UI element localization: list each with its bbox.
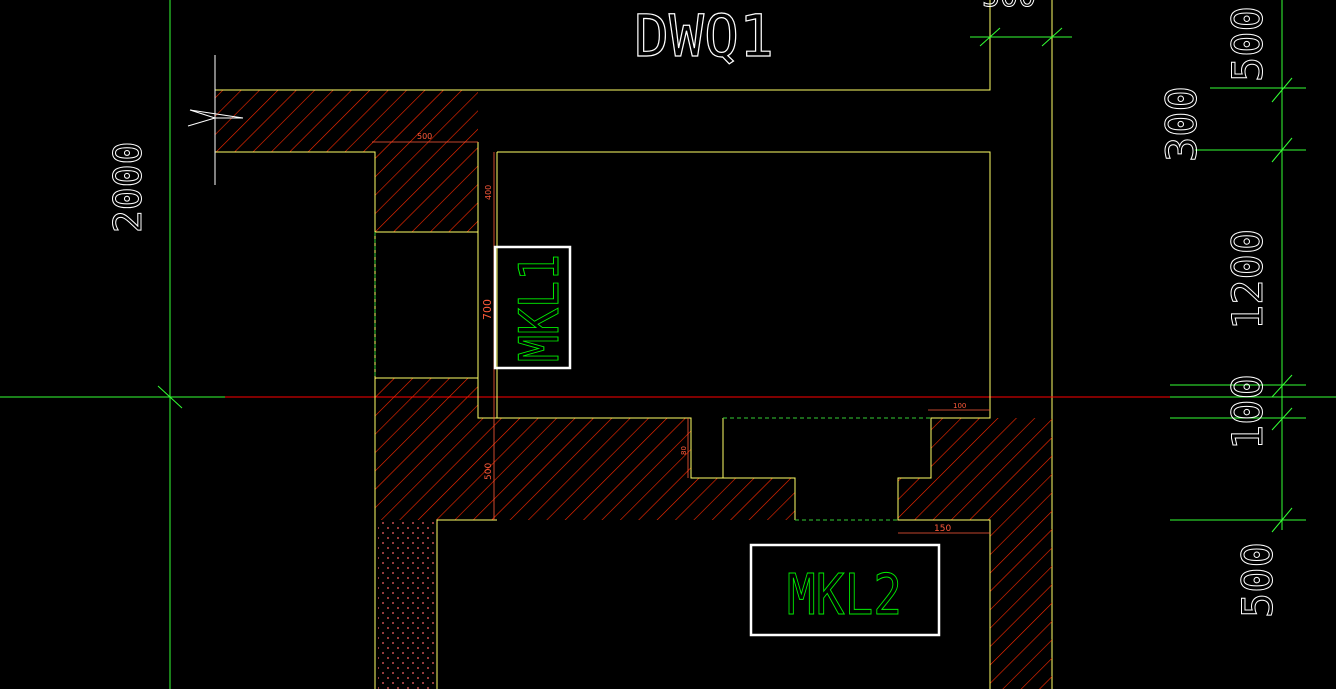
outline-beam-top <box>497 417 796 520</box>
dim-lower-height: 500 <box>484 463 494 480</box>
small-dimension-texts: 500 400 700 500 80 100 150 <box>417 132 966 534</box>
dim-upper-gap: 400 <box>484 185 493 200</box>
right-dim-1200: 1200 <box>1223 229 1272 330</box>
hidden-lines <box>374 232 931 521</box>
right-dimension-texts: 500 300 1200 100 500 <box>1157 6 1283 619</box>
dim-step-height: 80 <box>680 446 688 455</box>
hatch-right-block <box>898 418 1052 689</box>
outline-opening-right <box>477 142 497 419</box>
drawing-title: DWQ1 <box>634 2 774 70</box>
left-dimension-2000: 2000 <box>106 141 150 233</box>
right-dim-500-top: 500 <box>1223 6 1272 82</box>
mkl2-label-box <box>749 543 941 637</box>
break-line-symbol <box>187 55 244 185</box>
hatch-top-slab <box>215 90 478 232</box>
top-cut-text: 500 <box>982 0 1036 14</box>
dim-step-width: 100 <box>953 402 966 410</box>
dim-top-width: 500 <box>417 132 432 141</box>
hatch-mid-block <box>375 378 795 520</box>
mkl2-label[interactable]: MKL2 <box>749 543 941 637</box>
dotted-infill <box>378 522 434 689</box>
outline-lower-room <box>436 519 497 689</box>
mkl2-label-text: MKL2 <box>787 563 902 628</box>
outline-top-slab <box>215 0 991 91</box>
outline-beam-right <box>897 412 991 689</box>
dim-opening-height: 700 <box>481 299 494 320</box>
dim-bottom-width: 150 <box>934 524 951 534</box>
outline-slab-bottom <box>215 151 376 689</box>
right-dim-500-bottom: 500 <box>1233 542 1282 618</box>
hatched-walls <box>215 90 1052 689</box>
mkl1-label-text: MKL1 <box>508 254 571 362</box>
wall-outlines <box>215 0 991 689</box>
mkl1-label-box <box>493 245 572 370</box>
mkl1-label[interactable]: MKL1 <box>493 245 572 370</box>
axis-tick <box>157 385 183 409</box>
right-dim-300: 300 <box>1157 86 1206 162</box>
right-dim-100: 100 <box>1223 374 1272 450</box>
top-dimension: 500 <box>970 0 1072 47</box>
right-dimension-chain <box>1170 0 1306 533</box>
outline-inner-room <box>497 151 991 412</box>
